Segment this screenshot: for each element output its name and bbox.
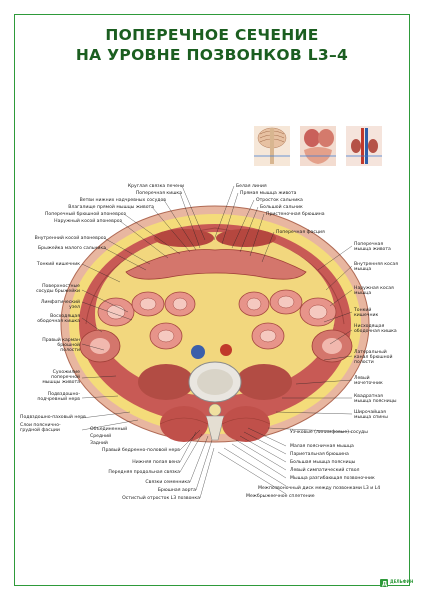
label-external-oblique: Наружная косая мышца bbox=[354, 286, 394, 296]
label-greater-omentum: Большой сальник bbox=[260, 205, 303, 210]
label-lymph-node: Лимфатический узел bbox=[40, 300, 80, 310]
label-parietal-peritoneum-bottom: Париетальная брюшина bbox=[290, 452, 349, 457]
label-abdominal-aorta: Брюшная аорта bbox=[157, 488, 196, 493]
label-quadratus-lumborum: Квадратная мышца поясницы bbox=[354, 394, 397, 404]
label-lesser-omentum-mesentery: Брыжейка малого сальника bbox=[38, 246, 106, 251]
title-line-2: НА УРОВНЕ ПОЗВОНКОВ L3–4 bbox=[75, 46, 349, 64]
label-small-intestine-right: Тонкий кишечник bbox=[354, 308, 379, 318]
label-epigastric-vessels: Ветви нижних надчревных сосудов bbox=[79, 198, 166, 203]
label-fascia-middle: Средний bbox=[90, 434, 112, 439]
label-round-ligament: Круглая связка печени bbox=[127, 184, 184, 189]
torso-thumbnails bbox=[254, 126, 382, 166]
thumbnail-skeleton bbox=[254, 126, 290, 166]
label-testicular-ligaments: Связки семенника bbox=[145, 480, 190, 485]
publisher-logo-icon: Д bbox=[380, 579, 388, 588]
label-sympathetic-trunk: Левый симпатический ствол bbox=[290, 468, 360, 473]
label-psoas-major: Большая мышца поясницы bbox=[290, 460, 356, 465]
label-transverse-colon: Поперечная кишка bbox=[135, 191, 182, 196]
label-iliohypogastric-nerve: Подвздошно-подчревный нерв bbox=[37, 392, 80, 402]
label-transverse-aponeurosis: Поперечный брюшной апоневроз bbox=[44, 212, 126, 217]
label-mesenteric-vessels: Поверхностные сосуды брыжейки bbox=[36, 284, 80, 294]
label-inferior-vena-cava: Нижняя полая вена bbox=[132, 460, 180, 465]
label-fascia-combined: Объединенный bbox=[90, 427, 128, 432]
label-transversus-tendon: Сухожилие поперечной мышцы живота bbox=[42, 370, 80, 385]
label-internal-oblique: Внутренняя косая мышца bbox=[354, 262, 398, 272]
label-intervertebral-disc: Межпозвоночный диск между позвонками L3 … bbox=[258, 486, 381, 491]
label-thoracolumbar-fascia: Слои пояснично-грудной фасции bbox=[20, 423, 61, 433]
svg-text:Д: Д bbox=[382, 581, 387, 588]
label-rectus-sheath: Влагалище прямой мышцы живота bbox=[68, 205, 154, 210]
publisher-name: ДЕЛЬФИН bbox=[390, 579, 414, 584]
label-descending-colon: Нисходящая ободочная кишка bbox=[354, 324, 397, 334]
poster-frame bbox=[14, 14, 410, 586]
thumbnail-organs bbox=[300, 126, 336, 166]
label-latissimus-dorsi: Широчайшая мышца спины bbox=[354, 410, 388, 420]
label-internal-oblique-aponeurosis: Внутренний косой апоневроз bbox=[34, 236, 106, 241]
label-genitofemoral-nerve: Правый бедренно-половой нерв bbox=[102, 448, 180, 453]
label-ascending-colon: Восходящая ободочная кишка bbox=[37, 314, 80, 324]
label-fascia-posterior: Задний bbox=[90, 441, 108, 446]
label-ilioinguinal-nerve: Подвздошно-паховый нерв bbox=[20, 415, 86, 420]
label-lymphatic-vessels: Узчковые (линимфовые) сосуды bbox=[290, 430, 368, 435]
title-line-1: ПОПЕРЕЧНОЕ СЕЧЕНИЕ bbox=[105, 26, 319, 44]
label-transversus-abdominis: Поперечная мышца живота bbox=[354, 242, 391, 252]
label-parietal-peritoneum: Пристеночная брюшина bbox=[266, 212, 325, 217]
label-erector-spinae: Мышца разгибающая позвоночник bbox=[290, 476, 375, 481]
label-rectus-muscle: Прямая мышца живота bbox=[240, 191, 297, 196]
label-lateral-paracolic-canal: Латеральный канал брюшной полости bbox=[354, 350, 393, 365]
label-anterior-longitudinal-ligament: Передняя продольная связка bbox=[108, 470, 180, 475]
label-small-intestine-left: Тонкий кишечник bbox=[36, 262, 80, 267]
thumbnail-vessels bbox=[346, 126, 382, 166]
label-transverse-fascia: Поперечная фасция bbox=[276, 230, 325, 235]
label-omental-process: Отросток сальника bbox=[256, 198, 303, 203]
label-right-paracolic-gutter: Правый карман брюшной полости bbox=[42, 338, 80, 353]
label-external-oblique-aponeurosis: Наружный косой апоневроз bbox=[54, 219, 122, 224]
label-spinous-process: Остистый отросток L3 позвонка bbox=[122, 496, 200, 501]
label-intermesenteric-plexus: Межбрыжеечное сплетение bbox=[246, 494, 315, 499]
label-linea-alba: Белая линия bbox=[236, 184, 267, 189]
label-psoas-minor: Малая поясничная мышца bbox=[290, 444, 354, 449]
label-left-ureter: Левый мочеточник bbox=[354, 376, 383, 386]
